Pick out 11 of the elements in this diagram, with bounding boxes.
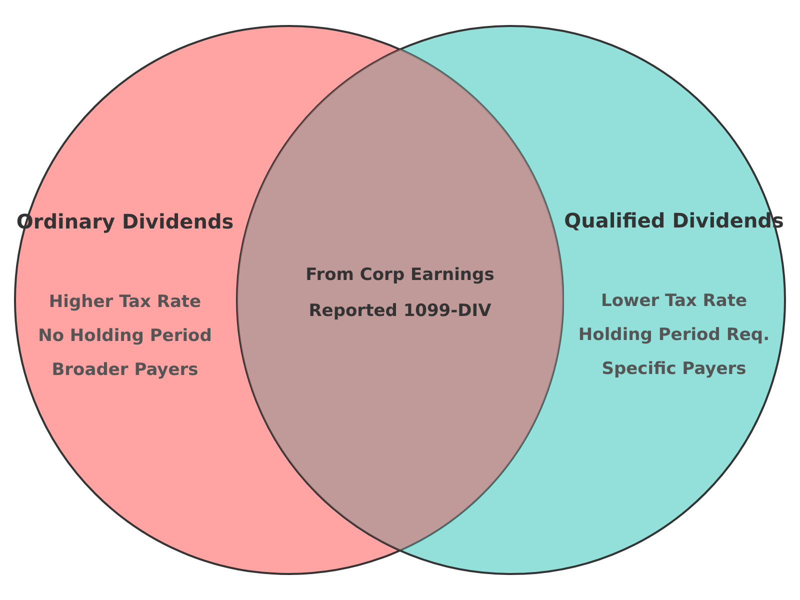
overlap-item: Reported 1099-DIV [308, 302, 492, 322]
venn-circle [236, 24, 786, 574]
venn-circle [14, 24, 564, 574]
overlap-region [236, 48, 564, 552]
set-item: Holding Period Req. [578, 326, 770, 346]
set-item: Lower Tax Rate [600, 292, 748, 312]
set-item: No Holding Period [38, 327, 212, 347]
set-item: Higher Tax Rate [48, 293, 202, 313]
set-item: Broader Payers [52, 361, 198, 381]
set-item: Specific Payers [602, 360, 746, 380]
overlap-item: From Corp Earnings [306, 266, 494, 286]
